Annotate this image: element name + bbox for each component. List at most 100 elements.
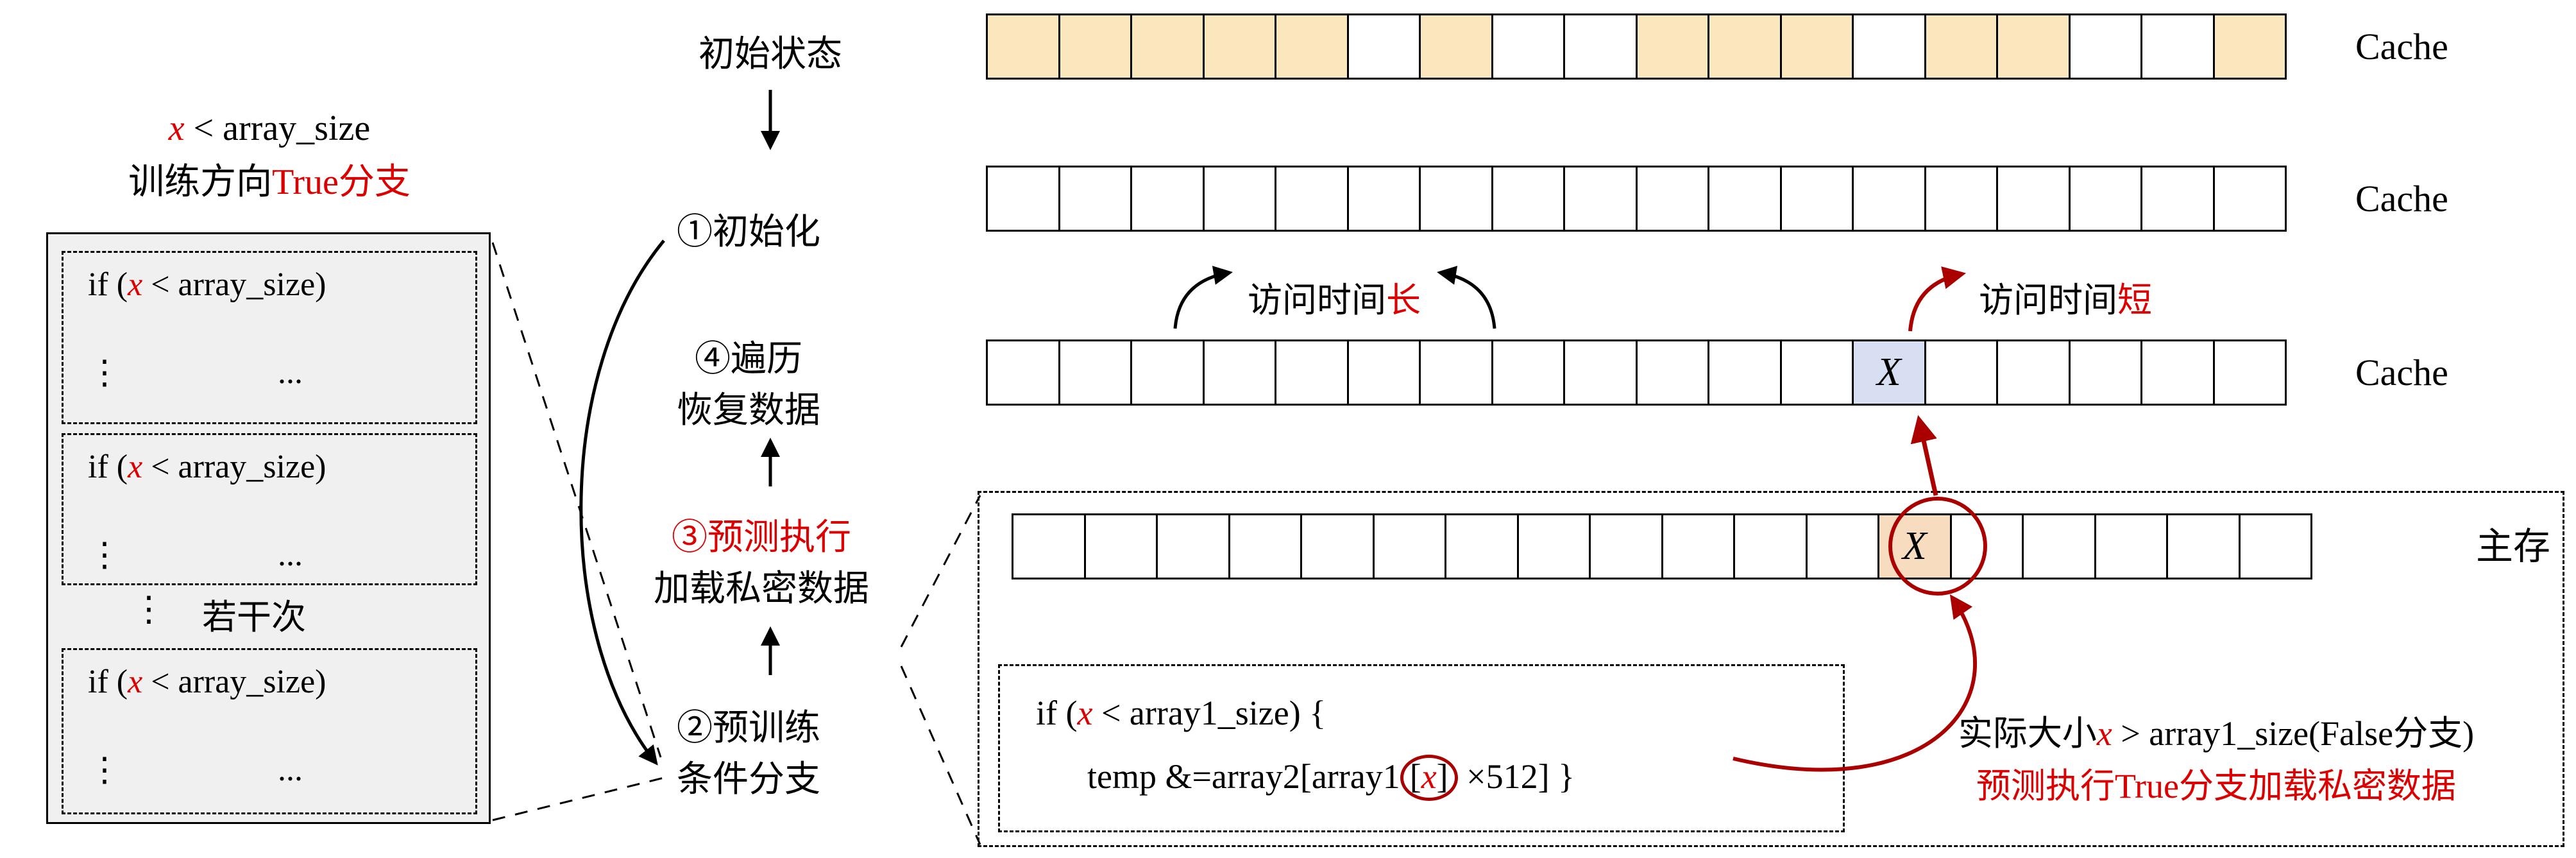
cache-row-loaded-cell (1058, 339, 1132, 406)
if-condition-line: if (x < array_size) (88, 664, 326, 700)
cache-row-initial-cell (1491, 13, 1565, 80)
training-direction: 训练方向True分支 (128, 162, 411, 202)
cache-row-initial-cell (1852, 13, 1926, 80)
label-step4-traverse: ④遍历 恢复数据 (620, 334, 877, 436)
cache-row-initial (986, 13, 2287, 80)
cache-row-flushed-cell (1491, 166, 1565, 232)
caption-actual-size: 实际大小x > array1_size(False分支) (1958, 714, 2475, 753)
cache-row-loaded-cell (1707, 339, 1782, 406)
cache-row-flushed-cell (986, 166, 1060, 232)
cache-row-initial-cell (1707, 13, 1782, 80)
cache-row-loaded-cell (1202, 339, 1276, 406)
cache-row-initial-cell (1130, 13, 1205, 80)
main-memory-row-cell (1805, 513, 1879, 579)
cache-label-3: Cache (2355, 352, 2448, 393)
cache-row-loaded-cell (2068, 339, 2142, 406)
arrow-step1-to-step2 (579, 239, 665, 766)
zoom-line-specbox-top (900, 495, 981, 648)
gadget-code-box: if (x < array1_size) { temp &=array2[arr… (998, 664, 1845, 832)
cache-row-flushed-cell (2068, 166, 2142, 232)
cache-row-flushed-cell (1779, 166, 1854, 232)
cache-row-initial-cell (1635, 13, 1709, 80)
cache-row-flushed-cell (1202, 166, 1276, 232)
training-loop-box: if (x < array_size) ⋮... if (x < array_s… (46, 232, 491, 824)
cache-row-initial-cell (1058, 13, 1132, 80)
cache-row-loaded-cell (1491, 339, 1565, 406)
cache-row-flushed-cell (1058, 166, 1132, 232)
main-memory-row-cell (1083, 513, 1158, 579)
main-memory-row-cell (1445, 513, 1519, 579)
circled-index-x: [x] (1400, 755, 1458, 801)
main-memory-row-cell (2238, 513, 2312, 579)
main-memory-row-cell (1300, 513, 1375, 579)
step4-line1: ④遍历 (695, 339, 802, 379)
cache-label-1: Cache (2355, 26, 2448, 67)
code-line-1: if (x < array1_size) { (1036, 694, 1326, 732)
cache-row-initial-cell (1202, 13, 1276, 80)
zoom-line-trainbox-top (491, 242, 662, 758)
main-memory-label: 主存 (2476, 526, 2551, 567)
cache-row-loaded-cell (986, 339, 1060, 406)
code-line-2: temp &=array2[array1[x] ×512] } (1087, 755, 1575, 801)
access-time-long-label: 访问时间长 (1248, 281, 1421, 320)
cache-row-initial-cell (1419, 13, 1493, 80)
cache-row-initial-cell (1563, 13, 1638, 80)
cache-row-flushed-cell (1346, 166, 1421, 232)
cache-row-flushed-cell (1852, 166, 1926, 232)
cache-row-loaded-cell (1346, 339, 1421, 406)
cache-row-loaded: X (986, 339, 2287, 406)
cache-row-initial-cell (1779, 13, 1854, 80)
access-time-short-label: 访问时间短 (1979, 281, 2152, 320)
cache-row-initial-cell (1346, 13, 1421, 80)
cache-row-loaded-cell (1419, 339, 1493, 406)
label-step1-init: ①初始化 (677, 212, 820, 252)
step3-line2: 加载私密数据 (654, 569, 869, 609)
cache-row-initial-cell (986, 13, 1060, 80)
cache-row-flushed-cell (1419, 166, 1493, 232)
cache-row-loaded-cell (1130, 339, 1205, 406)
cache-row-loaded-cell (1563, 339, 1638, 406)
if-branch-box-3: if (x < array_size) ⋮... (62, 648, 477, 814)
cache-row-flushed-cell (1924, 166, 1998, 232)
cache-label-2: Cache (2355, 178, 2448, 219)
cache-row-loaded-cell (1635, 339, 1709, 406)
cache-row-initial-cell (1924, 13, 1998, 80)
cache-row-initial-cell (1996, 13, 2071, 80)
if-condition-line: if (x < array_size) (88, 449, 326, 485)
main-memory-row-cell (1589, 513, 1663, 579)
cache-row-loaded-cell (2212, 339, 2287, 406)
step2-line2: 条件分支 (677, 760, 820, 800)
label-initial-state: 初始状态 (699, 35, 842, 74)
cache-row-flushed-cell (1707, 166, 1782, 232)
cache-row-flushed-cell (1563, 166, 1638, 232)
training-header: x < array_size 训练方向True分支 (58, 101, 481, 209)
cache-row-flushed-cell (1275, 166, 1349, 232)
repeat-times-label: ⋮若干次 (131, 590, 306, 637)
cache-row-loaded-cell (1275, 339, 1349, 406)
main-memory-row-cell (1661, 513, 1735, 579)
ellipsis-row: ⋮... (88, 536, 303, 574)
caption-speculative-load: 预测执行True分支加载私密数据 (1976, 767, 2457, 805)
main-memory-row-cell (1516, 513, 1591, 579)
ellipsis-row: ⋮... (88, 354, 303, 391)
ellipsis-row: ⋮... (88, 751, 303, 789)
cache-row-loaded-cell (1996, 339, 2071, 406)
cache-row-initial-cell (2068, 13, 2142, 80)
cache-row-initial-cell (2212, 13, 2287, 80)
step2-line1: ②预训练 (677, 708, 820, 748)
step3-line1: ③预测执行 (672, 518, 851, 558)
arrow-memory-to-cache (1910, 415, 1938, 496)
main-memory-row-cell (2022, 513, 2096, 579)
cache-row-initial-cell (1275, 13, 1349, 80)
label-step3-speculate: ③预测执行 加载私密数据 (620, 512, 902, 615)
cache-row-flushed-cell (1996, 166, 2071, 232)
cache-row-flushed-cell (1635, 166, 1709, 232)
cache-row-loaded-cell (1924, 339, 1998, 406)
main-memory-row-cell (2094, 513, 2168, 579)
cache-row-loaded-cell: X (1852, 339, 1926, 406)
cache-row-flushed-cell (1130, 166, 1205, 232)
cache-row-loaded-cell (1779, 339, 1854, 406)
cache-row-flushed-cell (2140, 166, 2215, 232)
main-memory-row-cell (1012, 513, 1086, 579)
label-step2-train: ②预训练 条件分支 (620, 703, 877, 805)
